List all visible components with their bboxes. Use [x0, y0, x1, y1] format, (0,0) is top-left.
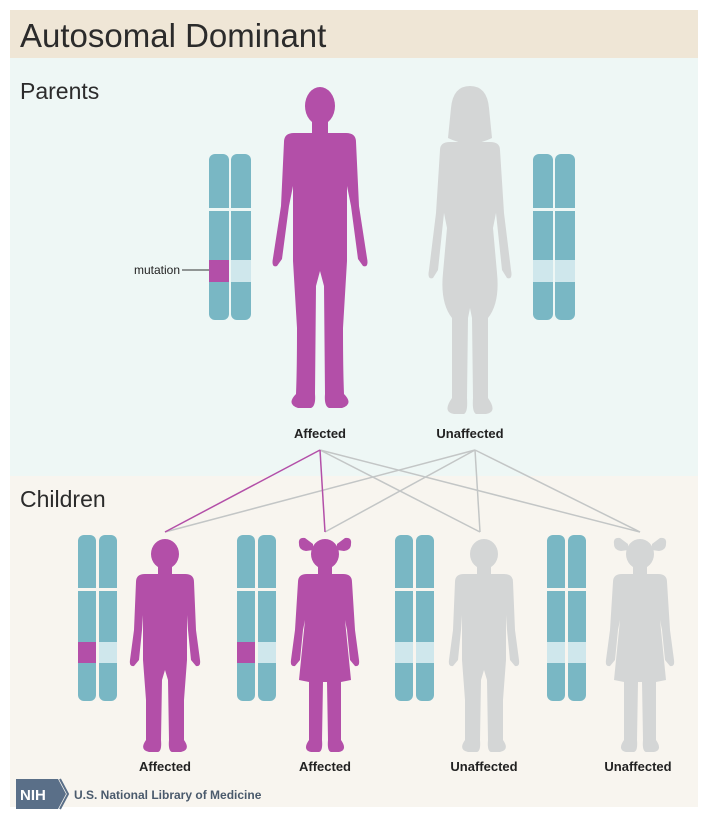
line-father-child-1 [164, 449, 321, 533]
chromosome-pair-child-3 [395, 535, 434, 701]
centromere [533, 208, 553, 211]
mutation-band [237, 642, 255, 663]
section-label-parents: Parents [20, 78, 99, 104]
chromosome-pair-child-4 [547, 535, 586, 701]
normal-band [395, 642, 413, 663]
line-mother-child-3 [474, 449, 481, 533]
chromosome-pair-child-2 [237, 535, 276, 701]
title-band [10, 10, 698, 58]
chromosome [209, 154, 229, 320]
chromosome [533, 154, 553, 320]
centromere [78, 588, 96, 591]
normal-band [231, 260, 251, 282]
chromosome [237, 535, 255, 701]
nlm-name: U.S. National Library of Medicine [74, 788, 262, 802]
chromosome-pair-child-1 [78, 535, 117, 701]
normal-band [416, 642, 434, 663]
nih-logo-text: NIH [20, 787, 46, 804]
chromosome [395, 535, 413, 701]
centromere [547, 588, 565, 591]
normal-band [258, 642, 276, 663]
child-2-status: Affected [299, 759, 351, 774]
nih-logo-chevron-icon [59, 778, 70, 810]
chromosome [547, 535, 565, 701]
centromere [258, 588, 276, 591]
chromosome-pair-father [209, 154, 251, 320]
centromere [209, 208, 229, 211]
chromosome [258, 535, 276, 701]
line-father-child-4 [319, 449, 641, 533]
chromosome [568, 535, 586, 701]
nih-logo: NIH [16, 778, 70, 810]
line-mother-child-1 [164, 449, 476, 533]
line-mother-child-4 [474, 449, 641, 533]
mother-status: Unaffected [436, 426, 503, 441]
chromosome-pair-mother [533, 154, 575, 320]
centromere [99, 588, 117, 591]
normal-band [568, 642, 586, 663]
centromere [555, 208, 575, 211]
chromosome [99, 535, 117, 701]
line-father-child-2 [319, 449, 326, 533]
mutation-label: mutation [134, 263, 180, 277]
mutation-band [78, 642, 96, 663]
chromosome [416, 535, 434, 701]
mutation-band [209, 260, 229, 282]
centromere [568, 588, 586, 591]
chromosome [78, 535, 96, 701]
line-mother-child-2 [324, 449, 476, 533]
father-status: Affected [294, 426, 346, 441]
chromosome [231, 154, 251, 320]
normal-band [547, 642, 565, 663]
normal-band [99, 642, 117, 663]
inheritance-lines [164, 449, 641, 533]
normal-band [533, 260, 553, 282]
child-1-status: Affected [139, 759, 191, 774]
centromere [395, 588, 413, 591]
child-3-status: Unaffected [450, 759, 517, 774]
nih-logo-badge-icon [16, 779, 66, 809]
section-label-children: Children [20, 486, 106, 512]
normal-band [555, 260, 575, 282]
chromosome [555, 154, 575, 320]
centromere [237, 588, 255, 591]
centromere [416, 588, 434, 591]
child-4-status: Unaffected [604, 759, 671, 774]
diagram-title: Autosomal Dominant [20, 17, 326, 54]
centromere [231, 208, 251, 211]
parents-panel [10, 58, 698, 476]
